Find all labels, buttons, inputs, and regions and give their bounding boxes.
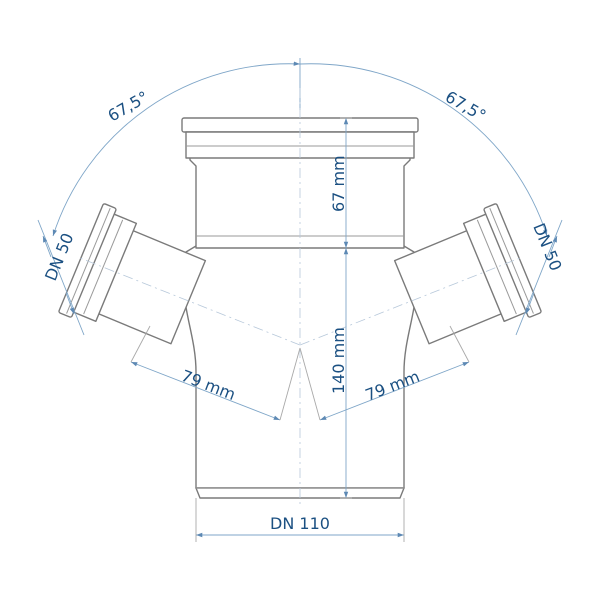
- branch-right-diameter-label: DN 50: [529, 220, 565, 273]
- right-diameter-dimension: [515, 219, 563, 336]
- center-lines: [79, 88, 521, 505]
- left-length-dimension: [130, 325, 301, 421]
- right-branch: [393, 203, 542, 345]
- left-branch: [58, 203, 207, 345]
- left-diameter-dimension: [37, 219, 85, 336]
- angle-dimension-arc: [52, 58, 548, 237]
- angle-left-label: 67,5°: [105, 87, 152, 125]
- right-length-dimension: [299, 325, 470, 421]
- branch-left-diameter-label: DN 50: [41, 230, 77, 283]
- main-diameter-dimension: [195, 498, 405, 542]
- angle-right-label: 67,5°: [442, 87, 489, 125]
- branch-height-label: 140 mm: [329, 327, 348, 394]
- socket-height-label: 67 mm: [329, 155, 348, 212]
- main-diameter-label: DN 110: [270, 514, 330, 533]
- socket-height-dimension: [340, 117, 352, 248]
